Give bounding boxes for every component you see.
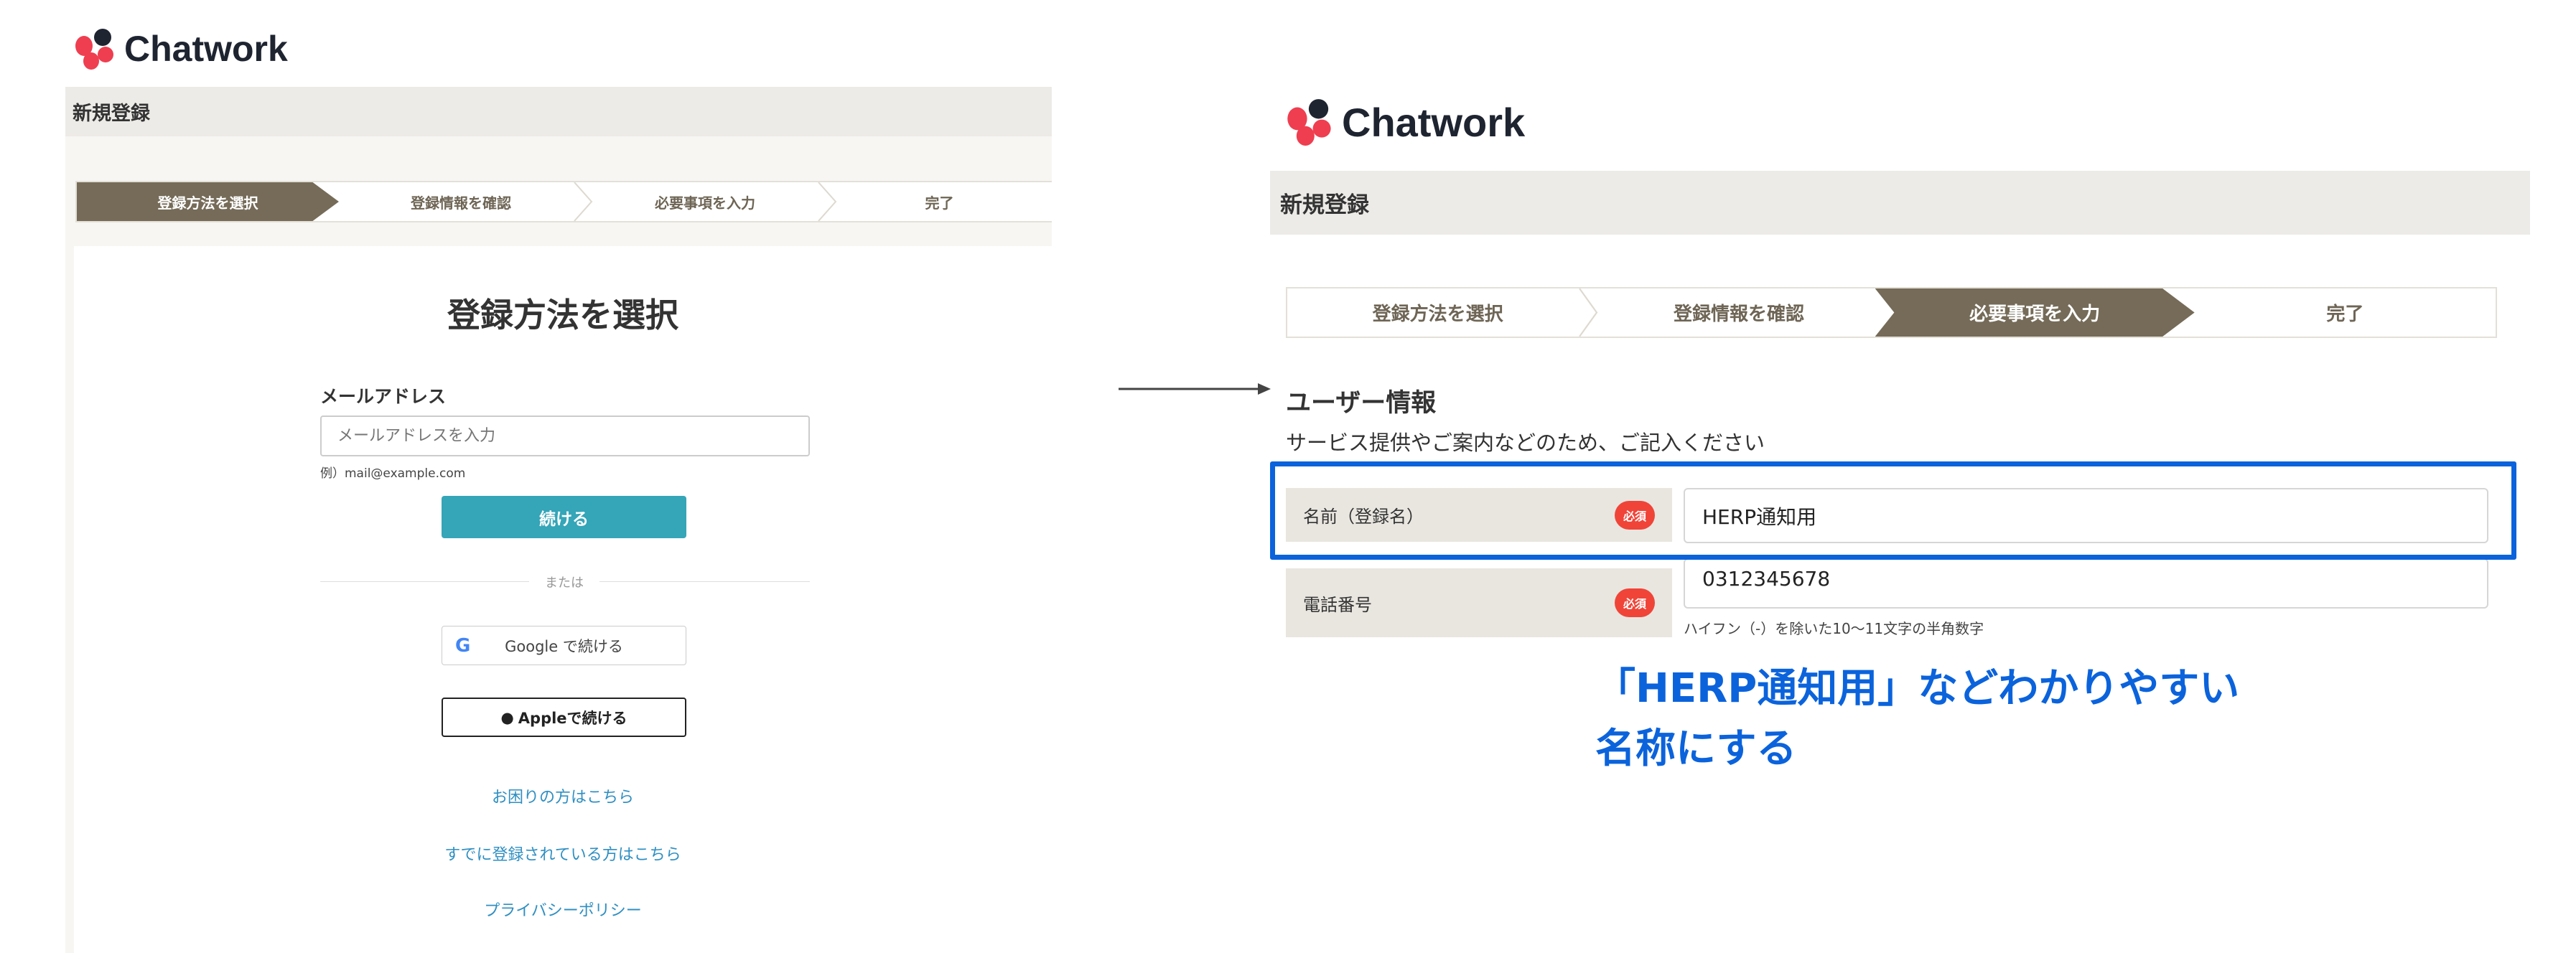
phone-field-label: 電話番号必須: [1286, 568, 1672, 637]
chatwork-logo-icon: [75, 29, 113, 70]
page-header: 新規登録: [1270, 171, 2530, 235]
page-title: 新規登録: [73, 103, 150, 125]
apple-icon: ●: [500, 708, 514, 726]
card-title: 登録方法を選択: [447, 296, 678, 334]
apple-signin-button[interactable]: ●Appleで続ける: [442, 698, 686, 737]
section-subtitle: サービス提供やご案内などのため、ご記入ください: [1286, 431, 1765, 455]
page-title: 新規登録: [1280, 192, 1369, 218]
annotation-text: 「HERP通知用」などわかりやすい 名称にする: [1595, 659, 2239, 779]
required-badge: 必須: [1615, 588, 1655, 617]
continue-button[interactable]: 続ける: [442, 496, 686, 538]
step-3: 必要事項を入力: [583, 182, 837, 221]
name-input[interactable]: HERP通知用: [1684, 488, 2488, 543]
email-input[interactable]: [320, 416, 810, 456]
divider-text: または: [529, 573, 599, 591]
apple-button-label: Appleで続ける: [518, 709, 627, 727]
section-title: ユーザー情報: [1286, 389, 1437, 418]
step-3: 必要事項を入力: [1875, 288, 2195, 337]
page-header: 新規登録: [65, 87, 1052, 136]
help-link[interactable]: お困りの方はこちら: [491, 789, 634, 807]
registration-card: 登録方法を選択 メールアドレス 例）mail@example.com 続ける ま…: [74, 246, 1052, 953]
already-registered-link[interactable]: すでに登録されている方はこちら: [444, 846, 681, 864]
google-signin-button[interactable]: G Google で続ける: [442, 626, 686, 665]
required-badge: 必須: [1615, 500, 1655, 530]
logo-text: Chatwork: [124, 29, 288, 69]
step-indicator: 登録方法を選択 登録情報を確認 必要事項を入力 完了: [75, 181, 1052, 222]
step-1: 登録方法を選択: [1287, 288, 1598, 337]
step-4: 完了: [2326, 304, 2364, 325]
step-2: 登録情報を確認: [339, 182, 593, 221]
annotation-line-2: 名称にする: [1595, 726, 1797, 772]
email-label: メールアドレス: [320, 386, 447, 407]
step-4: 完了: [925, 194, 954, 212]
highlight-box: [1270, 461, 2516, 560]
name-field-label: 名前（登録名）必須: [1286, 488, 1672, 542]
chatwork-logo: Chatwork: [74, 27, 288, 70]
logo-text: Chatwork: [1342, 99, 1526, 145]
step-2: 登録情報を確認: [1673, 304, 1804, 325]
chatwork-logo-icon: [1287, 99, 1331, 146]
phone-input[interactable]: 0312345678: [1684, 558, 2488, 609]
phone-hint: ハイフン（-）を除いた10〜11文字の半角数字: [1684, 620, 1984, 637]
google-icon: G: [455, 635, 471, 657]
arrow-icon: [1119, 383, 1271, 395]
annotation-line-1: 「HERP通知用」などわかりやすい: [1595, 665, 2240, 712]
google-button-label: Google で続ける: [505, 637, 623, 655]
step-1: 登録方法を選択: [77, 182, 339, 221]
privacy-policy-link[interactable]: プライバシーポリシー: [484, 902, 642, 920]
step-indicator: 登録方法を選択 登録情報を確認 必要事項を入力 完了: [1286, 287, 2497, 338]
chatwork-logo: Chatwork: [1286, 97, 1525, 147]
email-example: 例）mail@example.com: [320, 466, 466, 481]
